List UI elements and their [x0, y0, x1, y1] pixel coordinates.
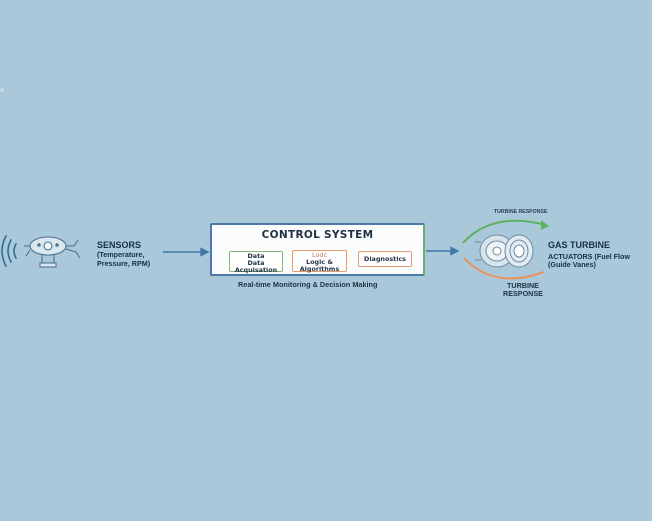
arc-top-head [541, 220, 549, 230]
control-system-box: CONTROL SYSTEM Data Data Acquisation Lod… [210, 223, 425, 276]
gas-turbine-title-line3: (Guide Vanes) [548, 260, 596, 269]
module-data-line1: Data [247, 252, 265, 260]
turbine-top-arc-label: TURBINE RESPONSE [494, 209, 548, 215]
module-logic-algorithms: Lodc Logic & Algorithms [292, 250, 347, 273]
arc-bottom [463, 257, 545, 280]
sensors-detail-line1: (Temperature, [97, 250, 145, 259]
sensors-title: SENSORS [97, 240, 142, 250]
module-data-acquisition: Data Data Acquisation [229, 251, 283, 274]
arc-top [462, 219, 547, 244]
gas-turbine-title-line2: ACTUATORS (Fuel Flow [548, 252, 630, 261]
module-diagnostics-label: Diagnostics [364, 255, 406, 263]
module-diagnostics: Diagnostics [358, 251, 412, 267]
turbine-response-line2: RESPONSE [503, 289, 543, 298]
module-logic-line1: Lodc [312, 251, 327, 259]
gas-turbine-title-line1: GAS TURBINE [548, 240, 611, 250]
arrow-control-to-turbine [426, 246, 460, 256]
control-system-title: CONTROL SYSTEM [261, 229, 374, 241]
module-data-line3: Acquisation [234, 266, 278, 274]
feedback-arcs [462, 219, 549, 280]
turbine-response-label: TURBINE RESPONSE [493, 282, 553, 298]
gas-turbine-detail: ACTUATORS (Fuel Flow (Guide Vanes) [548, 253, 630, 269]
sensors-detail-line2: Pressure, RPM) [97, 259, 151, 268]
arrow-sensors-to-control [163, 247, 210, 257]
signal-wave-outer [1, 235, 7, 267]
turbine-response-line1: TURBINE [507, 281, 539, 290]
control-system-caption: Real-time Monitoring & Decision Making [238, 280, 378, 289]
edge-artifact [0, 88, 4, 92]
sensor-device-icon [24, 236, 81, 268]
signal-wave-inner [13, 243, 17, 259]
signal-wave-middle [7, 239, 12, 263]
signal-waves-icon [1, 235, 17, 267]
gas-turbine-icon [475, 234, 534, 268]
sensors-detail: (Temperature, Pressure, RPM) [97, 250, 150, 268]
gas-turbine-title: GAS TURBINE [548, 241, 610, 250]
module-logic-line3: Algorithms [299, 265, 340, 273]
module-logic-line2: Logic & [306, 258, 333, 266]
module-data-line2: Data [247, 259, 265, 267]
